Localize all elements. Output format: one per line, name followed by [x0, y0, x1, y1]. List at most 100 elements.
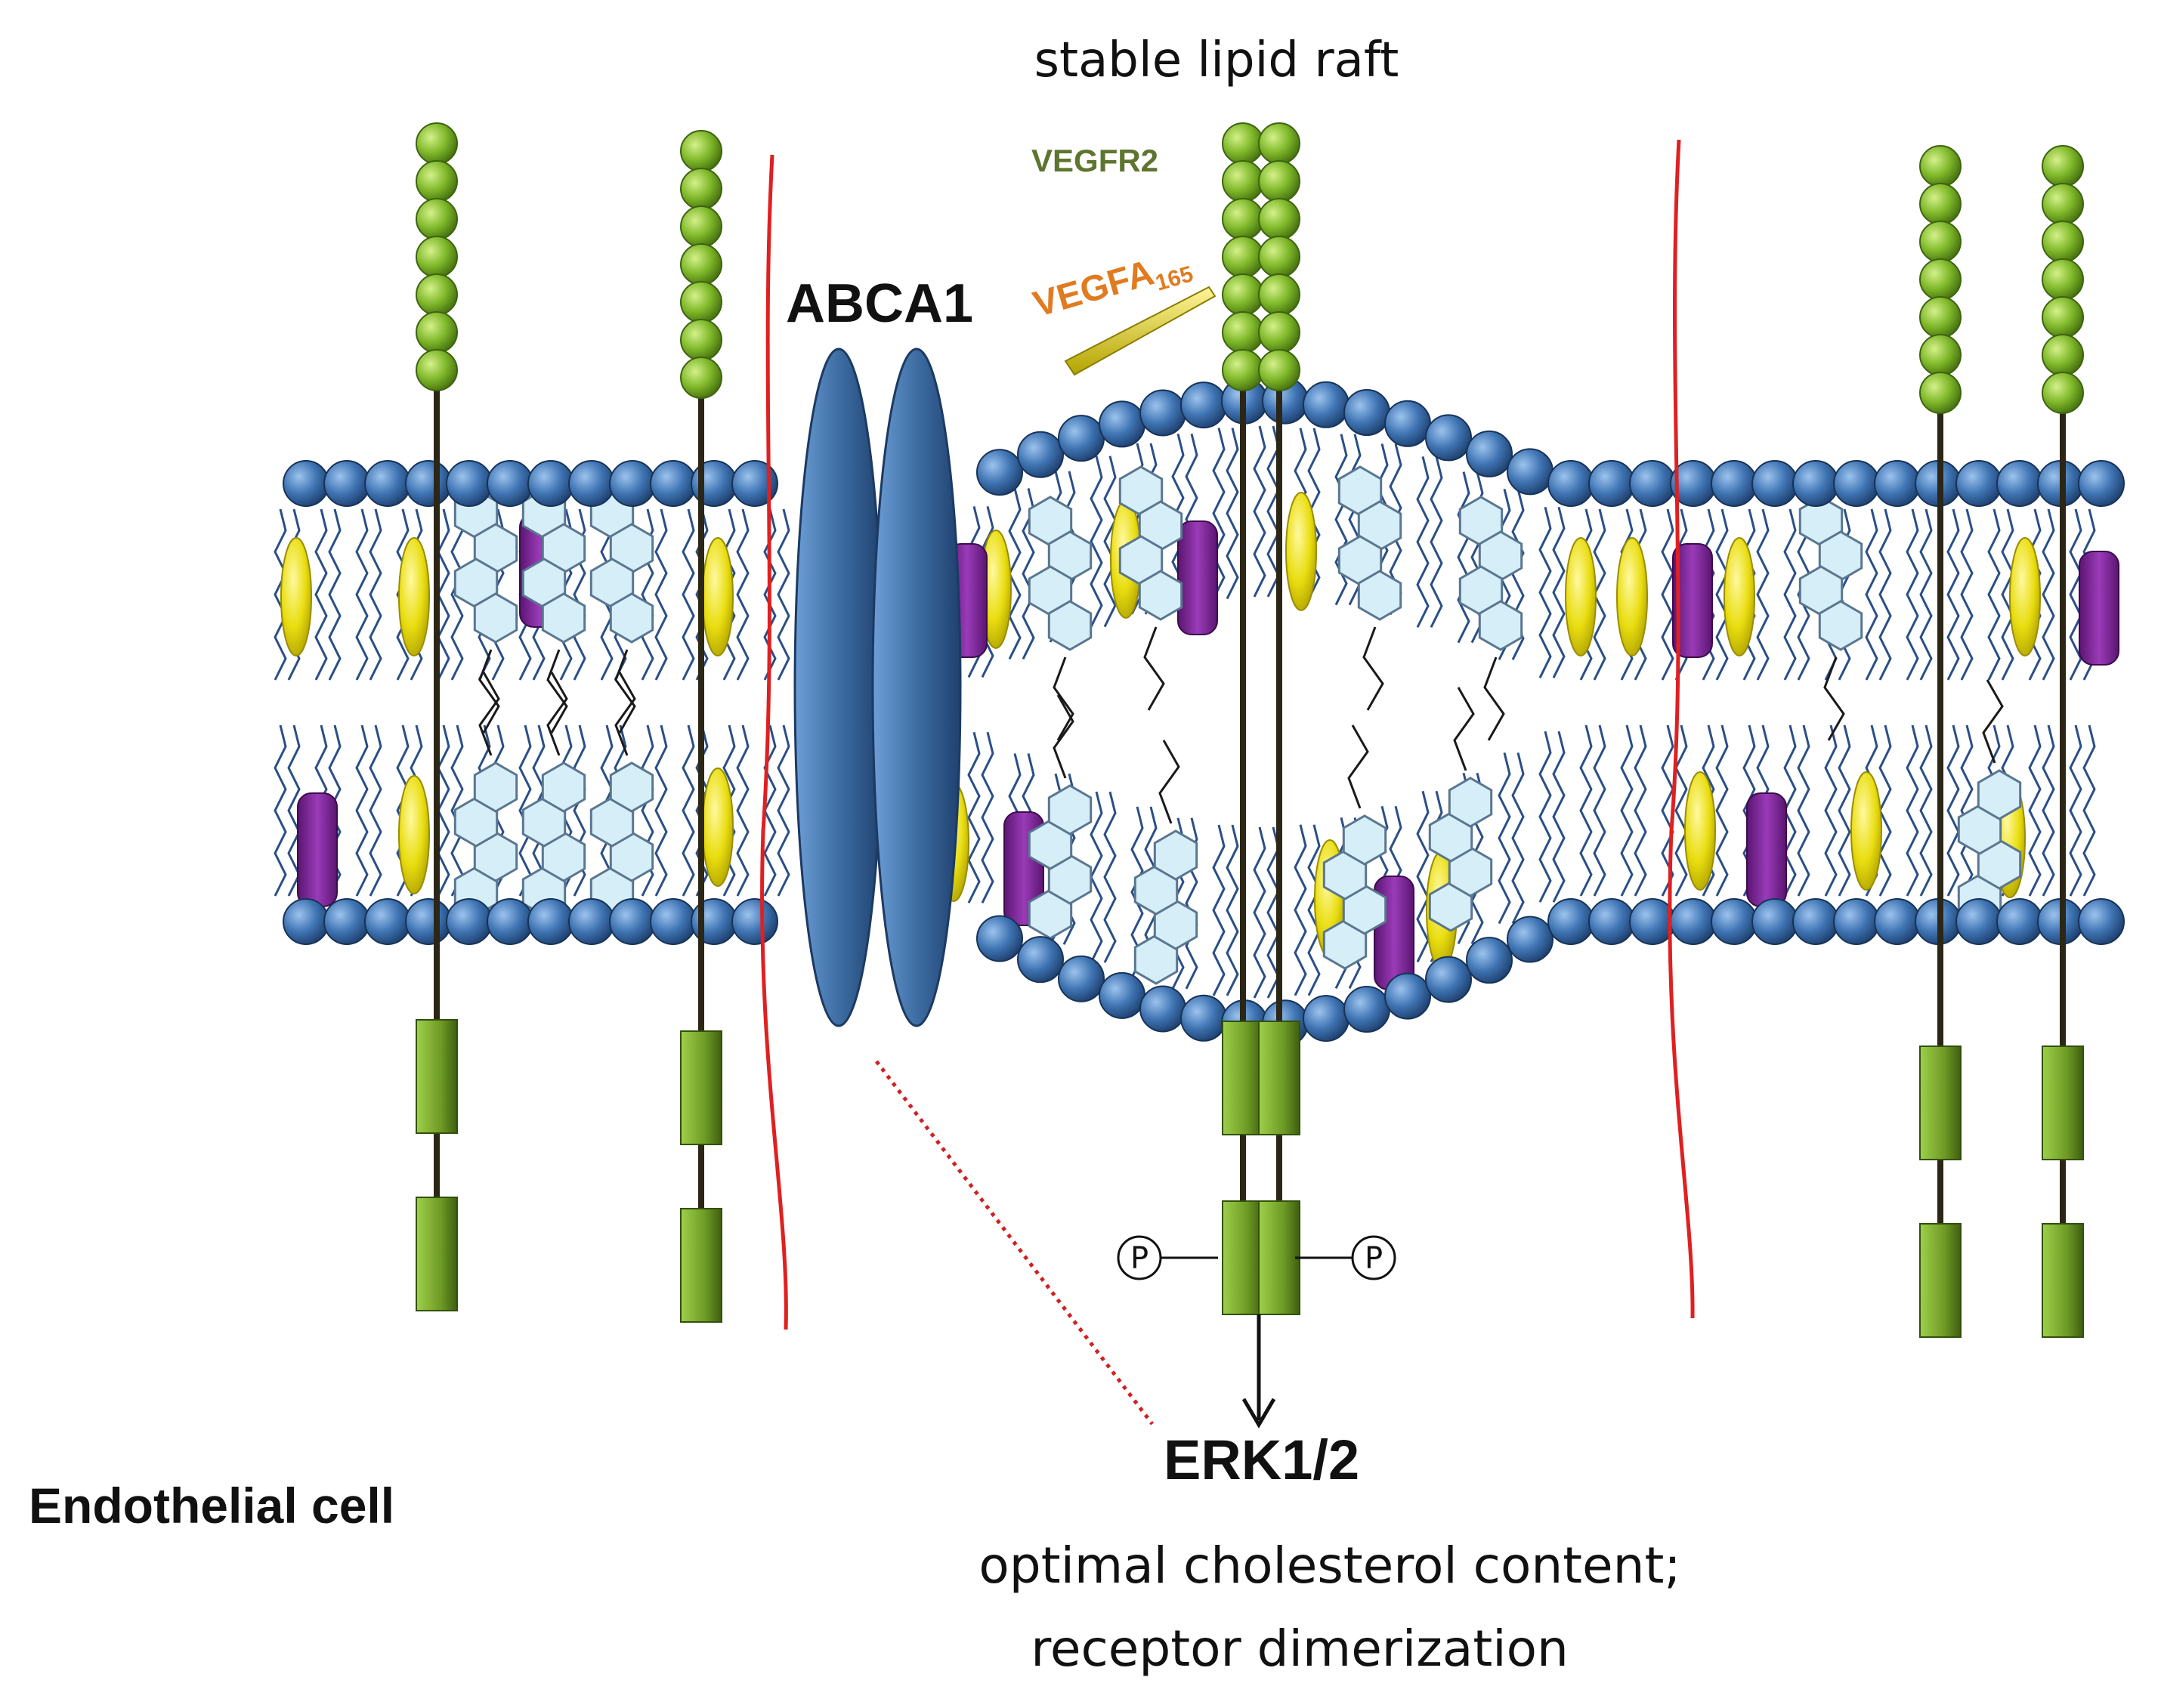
phospholipid-head: [487, 460, 533, 507]
vegfr2-receptor: [680, 130, 722, 1323]
lipid-tail: [1593, 724, 1606, 897]
erk-label: ERK1/2: [1164, 1428, 1360, 1491]
lipid-tail: [1906, 508, 1919, 681]
yellow-lipid: [1850, 771, 1882, 891]
receptor-domain-bead: [2042, 296, 2084, 338]
lipid-tail: [369, 724, 382, 897]
yellow-lipid: [280, 537, 312, 656]
lipid-tail: [1634, 724, 1647, 897]
receptor-domain-bead: [1222, 198, 1264, 240]
phospholipid-head: [731, 898, 778, 945]
vegfr2-receptor: [1222, 122, 1264, 1315]
lipid-tail: [1906, 724, 1919, 897]
cholesterol-tail: [478, 672, 500, 756]
cholesterol-ring: [1153, 829, 1198, 881]
phospholipid-head: [1588, 460, 1635, 507]
receptor-domain-bead: [416, 273, 458, 316]
receptor-domain-bead: [1919, 372, 1962, 414]
lipid-tail: [355, 724, 369, 897]
lipid-tail: [1552, 506, 1566, 678]
receptor-domain-bead: [680, 168, 722, 210]
receptor-domain-bead: [680, 243, 722, 286]
membrane-protein: [1672, 543, 1713, 658]
vegfa-ligand: [1064, 286, 1217, 376]
vegfr2-receptor: [416, 122, 458, 1311]
phospholipid-head: [1629, 460, 1676, 507]
lipid-tail: [1334, 434, 1348, 606]
lipid-tail: [1538, 506, 1552, 678]
lipid-tail: [1946, 724, 1960, 897]
phospholipid-head: [446, 898, 493, 945]
lipid-tail: [2042, 724, 2055, 897]
cholesterol-ring: [1478, 600, 1523, 651]
cholesterol-tail: [1053, 694, 1074, 779]
cholesterol: [1028, 496, 1093, 741]
phospholipid-head: [568, 460, 615, 507]
receptor-domain-bead: [1919, 183, 1962, 225]
kinase-domain: [680, 1208, 722, 1323]
phospholipid-head: [1139, 985, 1186, 1033]
phospholipid-head: [1955, 460, 2002, 507]
lipid-tail: [369, 508, 382, 681]
receptor-domain-bead: [1222, 273, 1264, 316]
lipid-tail: [1946, 508, 1960, 681]
phospholipid-head: [1017, 431, 1064, 478]
phospholipid-head: [1507, 916, 1554, 963]
receptor-domain-bead: [416, 198, 458, 240]
phospholipid-head: [405, 460, 452, 507]
cholesterol: [1118, 465, 1183, 711]
lipid-tail: [2001, 508, 2014, 681]
lipid-tail: [1294, 824, 1307, 996]
cholesterol-tail: [1982, 679, 2004, 764]
phospho-label-left: P: [1130, 1241, 1149, 1276]
lipid-tail: [682, 724, 695, 897]
phospholipid-head: [1507, 448, 1554, 496]
phospholipid-head: [1017, 936, 1064, 984]
receptor-domain-bead: [1258, 160, 1300, 202]
phospholipid-head: [323, 898, 370, 945]
note-line-2: receptor dimerization: [1031, 1620, 1569, 1678]
lipid-tail: [1253, 826, 1266, 999]
kinase-domain: [2042, 1045, 2084, 1160]
cholesterol-tail: [1453, 687, 1475, 771]
phospholipid-head: [1058, 955, 1105, 1002]
cholesterol-ring: [1977, 769, 2022, 820]
cholesterol: [521, 672, 586, 917]
raft-title: stable lipid raft: [1034, 32, 1399, 88]
lipid-tail: [1878, 508, 1892, 681]
phospholipid-head: [1670, 898, 1717, 945]
phospholipid-head: [1303, 995, 1349, 1042]
cholesterol-ring: [541, 592, 586, 644]
cholesterol: [1957, 679, 2022, 925]
lipid-tail: [1797, 724, 1810, 897]
receptor-domain-bead: [1258, 198, 1300, 240]
receptor-domain-bead: [1222, 122, 1264, 165]
lipid-tail: [1715, 508, 1729, 681]
kinase-domain: [416, 1197, 458, 1311]
receptor-domain-bead: [2042, 221, 2084, 263]
lipid-tail: [1919, 724, 1933, 897]
lipid-tail: [450, 508, 464, 681]
yellow-lipid: [398, 537, 430, 656]
lipid-tail: [1620, 724, 1634, 897]
abca1-transporter: [793, 347, 962, 1027]
kinase-domain: [2042, 1223, 2084, 1338]
phospho-label-right: P: [1364, 1241, 1383, 1276]
cholesterol-tail: [614, 672, 636, 756]
cholesterol-tail: [1158, 740, 1180, 824]
cholesterol: [1798, 496, 1863, 741]
lipid-tail: [1253, 425, 1266, 598]
lipid-tail: [1226, 428, 1239, 600]
lipid-tail: [1838, 724, 1851, 897]
phospho-right: [1295, 1235, 1396, 1280]
lipid-tail: [1878, 724, 1892, 897]
yellow-lipid: [1724, 537, 1755, 656]
lipid-tail: [1457, 471, 1470, 644]
cholesterol-ring: [473, 761, 518, 813]
phospholipid-head: [1874, 460, 1921, 507]
lipid-tail: [1212, 428, 1226, 600]
lipid-tail: [1103, 791, 1117, 963]
lipid-tail: [1756, 508, 1770, 681]
receptor-domain-bead: [1919, 334, 1962, 376]
